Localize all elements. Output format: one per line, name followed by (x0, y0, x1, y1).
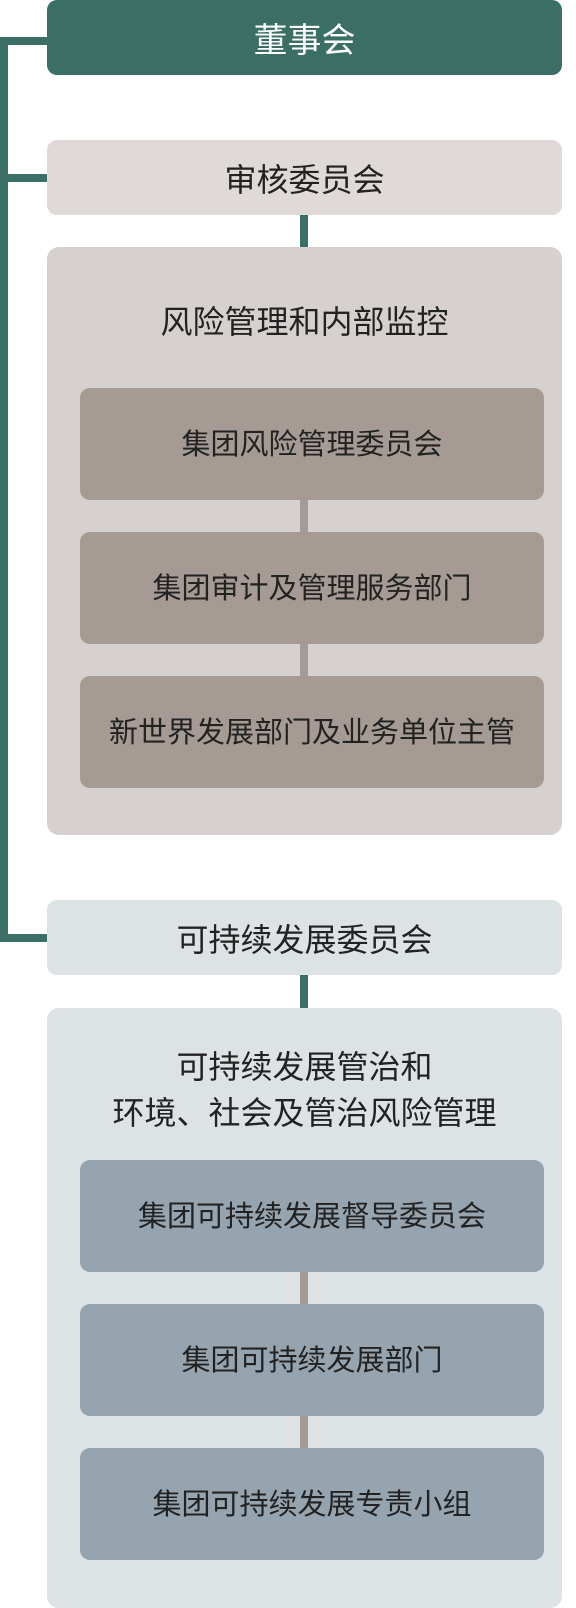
board-node: 董事会 (47, 0, 562, 75)
audit-unit-2: 集团审计及管理服务部门 (80, 532, 544, 644)
sustainability-unit-2-label: 集团可持续发展部门 (181, 1343, 443, 1377)
spine-branch-sustainability (0, 934, 48, 942)
sustainability-committee-label: 可持续发展委员会 (176, 920, 433, 959)
sustainability-unit-3-label: 集团可持续发展专责小组 (152, 1487, 472, 1521)
sustainability-committee-connector (300, 975, 308, 1008)
sustainability-unit-2: 集团可持续发展部门 (80, 1304, 544, 1416)
sustainability-unit-connector-1 (300, 1272, 308, 1304)
risk-management-title-text: 风险管理和内部监控 (160, 303, 449, 341)
spine-branch-board (0, 37, 48, 45)
risk-management-title: 风险管理和内部监控 (47, 290, 562, 350)
audit-unit-3: 新世界发展部门及业务单位主管 (80, 676, 544, 788)
sustainability-title-line-2: 环境、社会及管治风险管理 (112, 1094, 497, 1132)
board-label: 董事会 (253, 21, 356, 61)
sustainability-title-line-1: 可持续发展管治和 (176, 1048, 433, 1086)
audit-committee-connector (300, 215, 308, 247)
audit-unit-1: 集团风险管理委员会 (80, 388, 544, 500)
sustainability-unit-connector-2 (300, 1416, 308, 1448)
sustainability-governance-title: 可持续发展管治和 环境、社会及管治风险管理 (47, 1040, 562, 1140)
audit-unit-1-label: 集团风险管理委员会 (181, 427, 443, 461)
sustainability-committee-node: 可持续发展委员会 (47, 900, 562, 975)
sustainability-unit-1: 集团可持续发展督导委员会 (80, 1160, 544, 1272)
sustainability-unit-3: 集团可持续发展专责小组 (80, 1448, 544, 1560)
audit-committee-node: 审核委员会 (47, 140, 562, 215)
audit-unit-3-label: 新世界发展部门及业务单位主管 (108, 715, 515, 749)
spine-branch-audit (0, 174, 48, 182)
org-spine-line (0, 40, 8, 940)
audit-unit-connector-2 (300, 644, 308, 676)
audit-unit-2-label: 集团审计及管理服务部门 (152, 571, 472, 605)
audit-committee-label: 审核委员会 (224, 160, 385, 199)
audit-unit-connector-1 (300, 500, 308, 532)
sustainability-unit-1-label: 集团可持续发展督导委员会 (137, 1199, 486, 1233)
